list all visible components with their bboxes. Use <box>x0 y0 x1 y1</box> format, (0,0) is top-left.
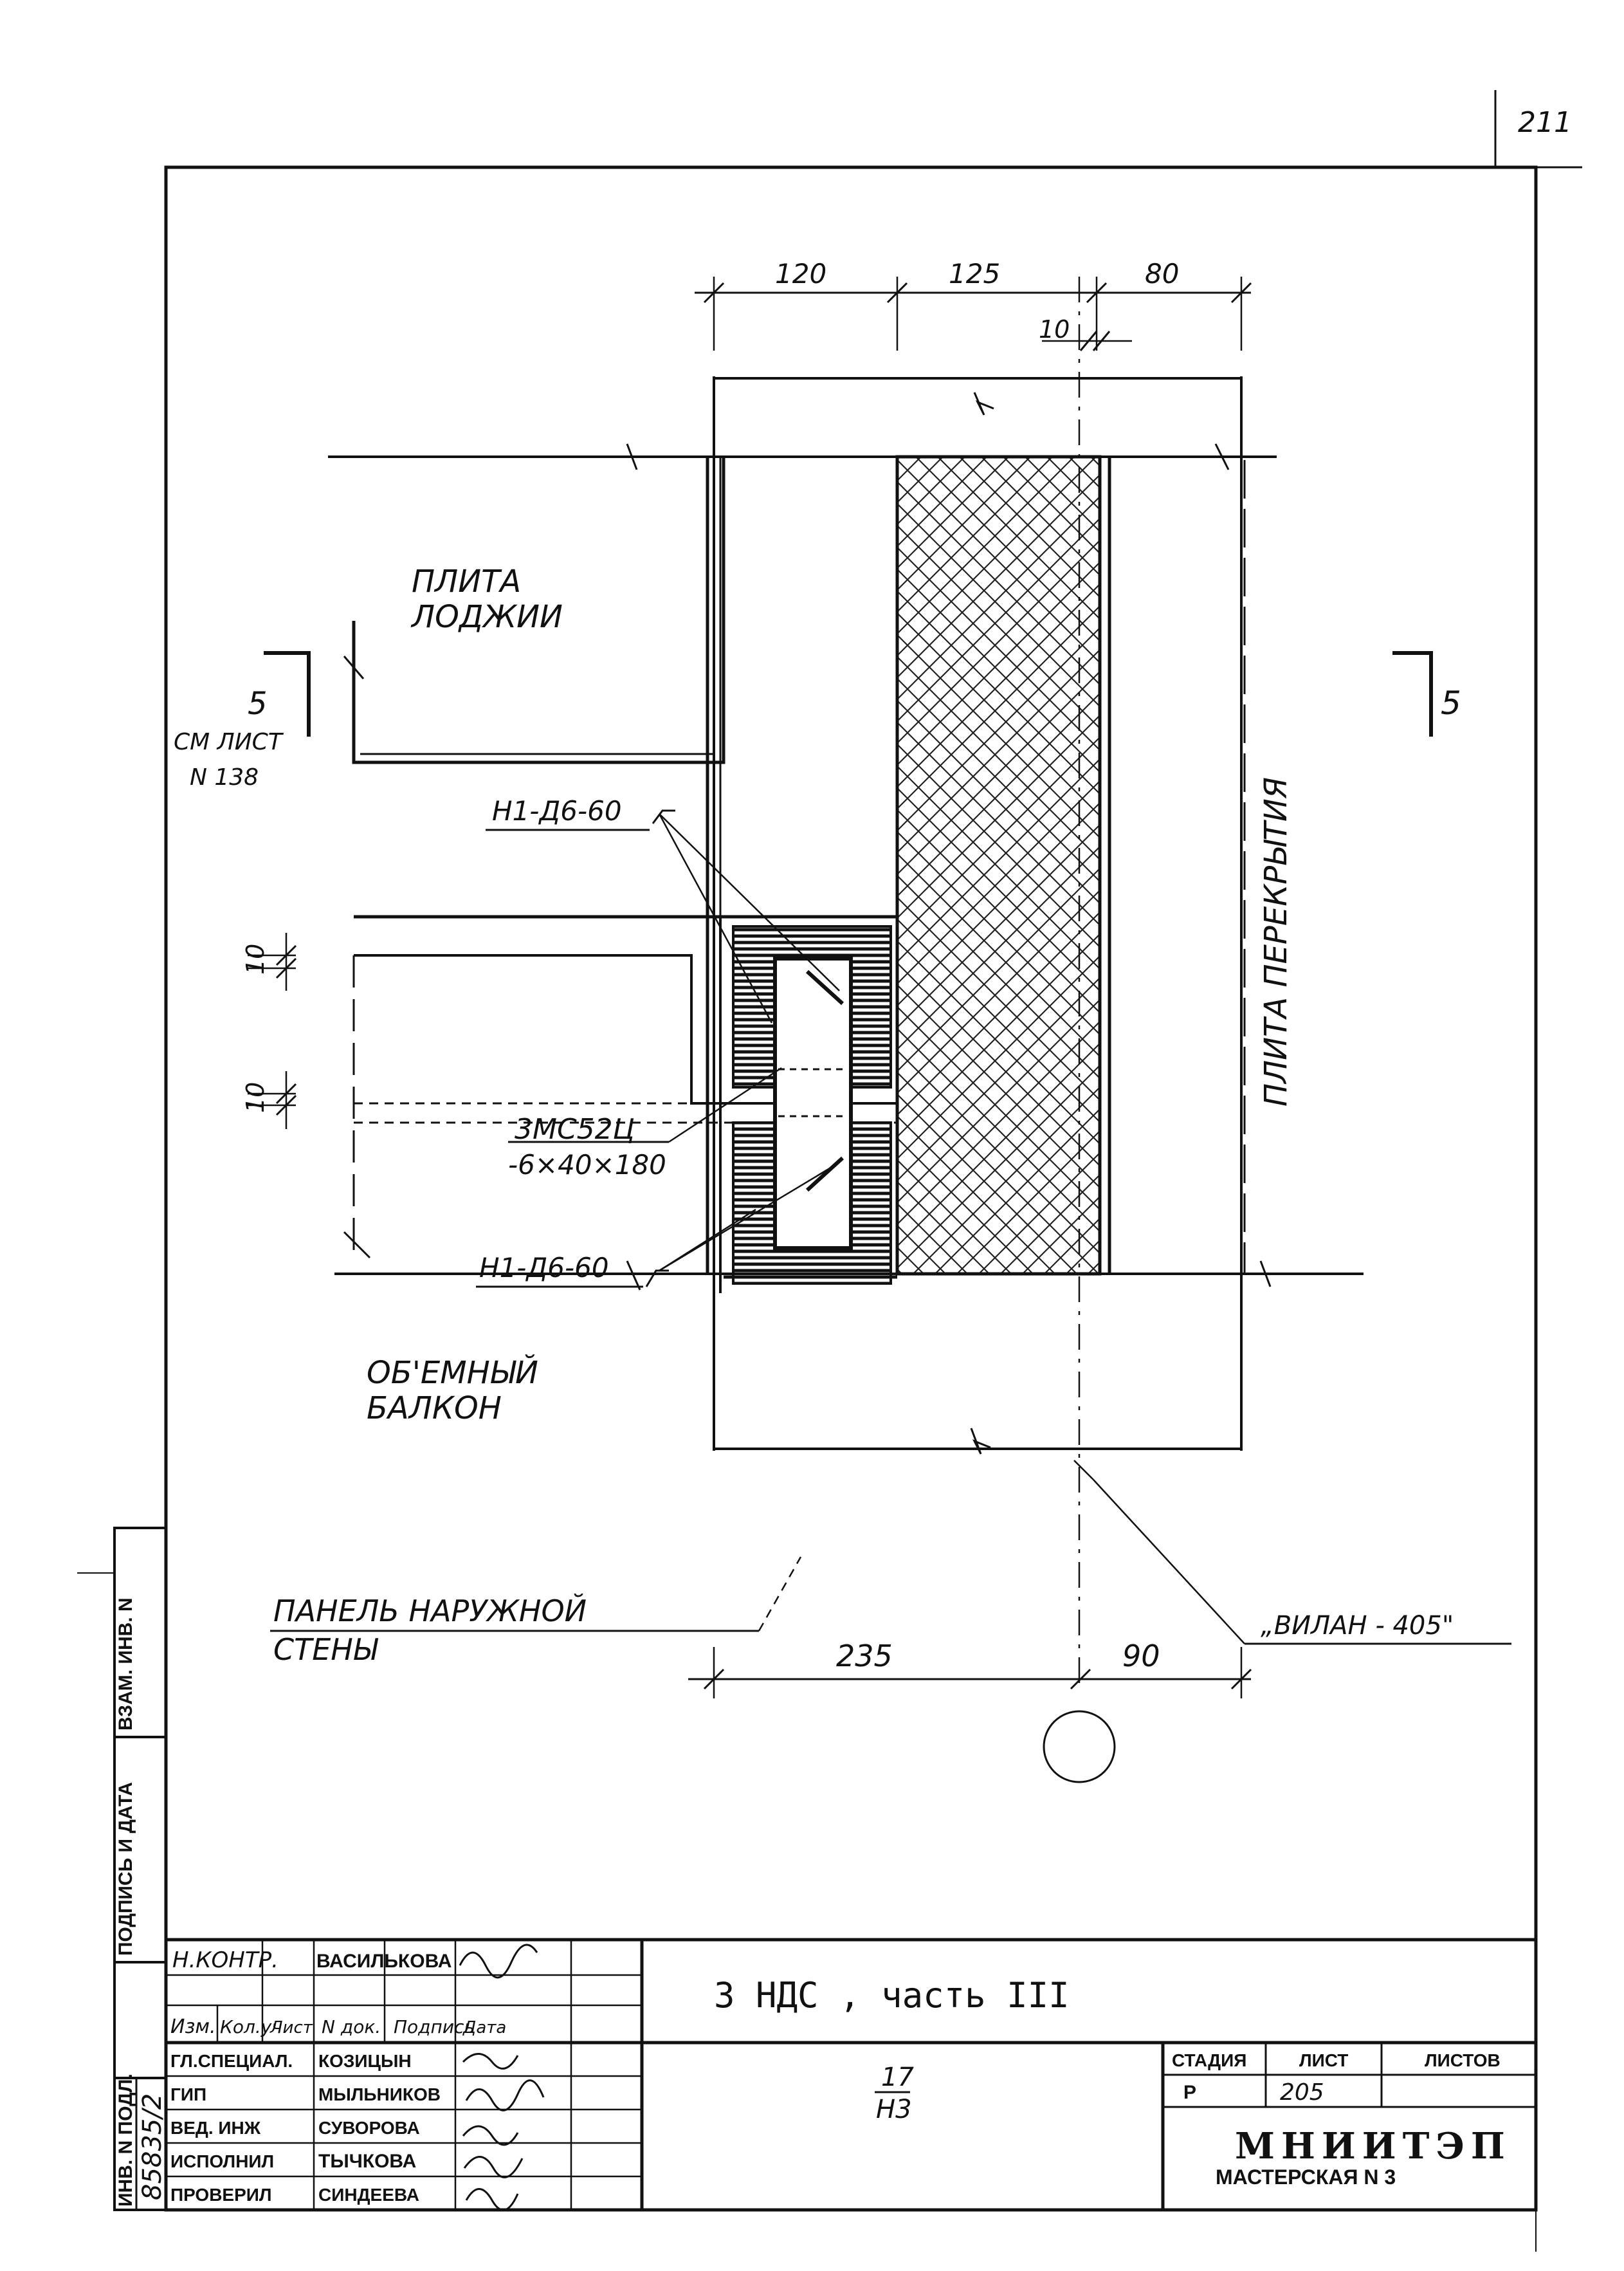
stage-label: СТАДИЯ <box>1172 2050 1246 2070</box>
label-embed-top: Н1-Д6-60 <box>492 795 622 827</box>
sheet-label: ЛИСТ <box>1299 2050 1348 2070</box>
label-plate-1: 3МС52Ц <box>515 1113 635 1146</box>
role-gl-specialist: ГЛ.СПЕЦИАЛ. <box>170 2051 293 2071</box>
dim-top-80: 80 <box>1145 258 1179 290</box>
dim-bottom-235: 235 <box>836 1639 893 1673</box>
side-stamp-vzam: ВЗАМ. ИНВ. N <box>115 1597 136 1731</box>
label-loggia-slab-2: ЛОДЖИИ <box>410 599 563 635</box>
name-gl-specialist: КОЗИЦЫН <box>318 2051 412 2071</box>
label-panel-2: СТЕНЫ <box>273 1632 379 1667</box>
section-ref-line2: N 138 <box>190 764 259 791</box>
name-proveril: СИНДЕЕВА <box>318 2185 419 2205</box>
n-kontr-label: Н.КОНТР. <box>172 1947 278 1973</box>
node-number-top: 17 <box>881 2063 914 2092</box>
side-stamp-number: 85835/2 <box>138 2093 167 2200</box>
page-number: 211 <box>1518 106 1572 139</box>
dim-left-10-upper: 10 <box>241 944 269 975</box>
wall-insulation-layer <box>895 455 1102 1276</box>
section-mark-left: 5 <box>248 686 268 722</box>
org-subtitle: МАСТЕРСКАЯ N 3 <box>1216 2165 1396 2189</box>
label-balcony-2: БАЛКОН <box>367 1390 502 1426</box>
section-mark-right: 5 <box>1441 685 1461 722</box>
node-number-bottom: Н3 <box>876 2095 912 2124</box>
name-ispolnil: ТЫЧКОВА <box>318 2151 416 2172</box>
header-podpis: Подпись <box>394 2016 475 2037</box>
header-kol: Кол.уч <box>220 2016 282 2037</box>
dimension-lines: 120 125 80 10 10 10 235 90 <box>241 258 1252 1698</box>
sheets-label: ЛИСТОВ <box>1425 2050 1501 2070</box>
label-embed-bottom: Н1-Д6-60 <box>479 1252 609 1283</box>
leader-lines <box>270 809 1511 1645</box>
title-block: Н.КОНТР. ВАСИЛЬКОВА Изм. Кол.уч Лист N д… <box>166 1938 1536 2211</box>
sheet-frame <box>164 165 1538 2212</box>
org-name: МНИИТЭП <box>1235 2125 1511 2167</box>
dim-left-10-lower: 10 <box>241 1082 269 1113</box>
header-list: Лист <box>269 2018 313 2037</box>
label-floor-slab: ПЛИТА ПЕРЕКРЫТИЯ <box>1258 777 1294 1107</box>
name-ved-inzh: СУВОРОВА <box>318 2118 420 2138</box>
label-loggia-slab-1: ПЛИТА <box>412 564 521 600</box>
role-proveril: ПРОВЕРИЛ <box>170 2185 272 2205</box>
name-gip: МЫЛЬНИКОВ <box>318 2084 441 2104</box>
dim-top-10: 10 <box>1039 315 1070 344</box>
header-izm: Изм. <box>170 2016 216 2038</box>
section-ref-line1: СМ ЛИСТ <box>174 729 284 755</box>
wall-panel-section <box>328 277 1364 1686</box>
dim-bottom-90: 90 <box>1122 1639 1160 1673</box>
dim-top-120: 120 <box>775 258 826 290</box>
label-sealant: „ВИЛАН - 405" <box>1261 1611 1454 1641</box>
label-balcony-1: ОБ'ЕМНЫЙ <box>367 1354 538 1391</box>
dim-top-125: 125 <box>949 258 1000 290</box>
header-ndok: N док. <box>322 2016 381 2037</box>
project-title: 3 НДС , часть III <box>714 1975 1070 2016</box>
side-stamp-inv: ИНВ. N ПОДЛ. <box>115 2073 136 2207</box>
label-panel-1: ПАНЕЛЬ НАРУЖНОЙ <box>273 1594 587 1628</box>
side-stamp-sign: ПОДПИСЬ И ДАТА <box>115 1782 136 1956</box>
header-data: Дата <box>462 2018 506 2037</box>
signature-marks <box>459 1944 545 2211</box>
section-marks: 5 5 СМ ЛИСТ N 138 <box>174 651 1461 791</box>
sheet-value: 205 <box>1280 2079 1324 2106</box>
role-ispolnil: ИСПОЛНИЛ <box>170 2151 274 2171</box>
side-stamp: ИНВ. N ПОДЛ. ПОДПИСЬ И ДАТА ВЗАМ. ИНВ. N… <box>77 1527 167 2211</box>
role-ved-inzh: ВЕД. ИНЖ <box>170 2118 261 2138</box>
role-gip: ГИП <box>170 2084 206 2104</box>
label-plate-2: -6×40×180 <box>508 1149 666 1181</box>
n-kontr-name: ВАСИЛЬКОВА <box>316 1951 452 1972</box>
axis-marker-circle <box>1043 1710 1116 1783</box>
stage-value: Р <box>1183 2082 1196 2103</box>
steel-plate <box>773 957 853 1250</box>
